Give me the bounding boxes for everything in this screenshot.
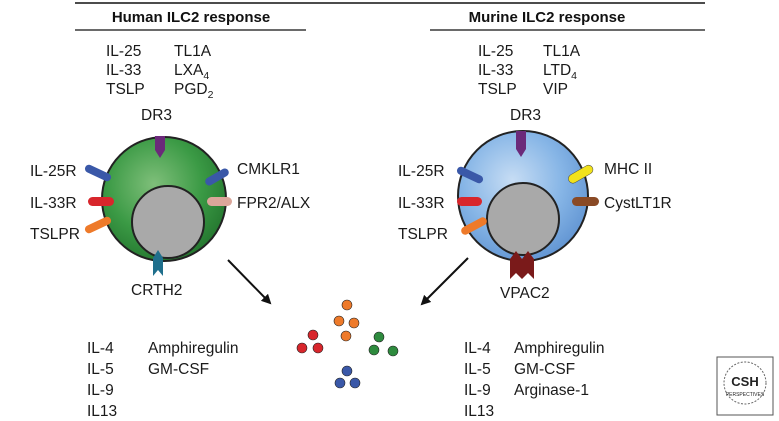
cystlt1r-label: CystLT1R xyxy=(604,195,672,212)
logo-helix-ring xyxy=(723,361,767,405)
il33r-label: IL-33R xyxy=(30,195,77,212)
human-panel-title: Human ILC2 response xyxy=(112,9,270,26)
cytokine-dot-red xyxy=(307,329,319,341)
ligand-label-pgd2: PGD2 xyxy=(174,81,214,101)
ligand-label: IL-33 xyxy=(106,62,141,79)
cytokine-dot-blue xyxy=(334,377,346,389)
product-label: IL13 xyxy=(464,403,494,420)
logo-perspectives-text: PERSPECTIVES xyxy=(726,392,765,398)
human-ligands: IL-25 IL-33 TSLP TL1A LXA4 PGD2 xyxy=(106,43,214,101)
mhc2-label: MHC II xyxy=(604,161,652,178)
fpr2-receptor xyxy=(207,197,232,206)
murine-secretion-arrow xyxy=(420,257,469,306)
logo-frame xyxy=(716,356,774,416)
ligand-label: IL-33 xyxy=(478,62,513,79)
cytokine-dot-orange xyxy=(341,299,353,311)
murine-ligands: IL-25 IL-33 TSLP TL1A LTD4 VIP xyxy=(478,43,581,98)
logo-csh-text: CSH xyxy=(731,374,758,389)
product-label: Amphiregulin xyxy=(514,340,604,357)
murine-products: IL-4 IL-5 IL-9 IL13 Amphiregulin GM-CSF … xyxy=(464,340,604,420)
product-label: IL-4 xyxy=(87,340,114,357)
cytokine-dot-orange xyxy=(348,317,360,329)
ligand-label-ltd4: LTD4 xyxy=(543,62,577,82)
ligand-label-lxa4: LXA4 xyxy=(174,62,209,82)
crth2-receptor xyxy=(153,250,163,276)
il25r-receptor xyxy=(84,164,112,182)
csh-perspectives-logo: CSH PERSPECTIVES xyxy=(716,356,774,416)
cystlt1r-receptor xyxy=(572,197,599,206)
tslpr-label: TSLPR xyxy=(398,226,448,243)
secreted-cytokines-cluster xyxy=(296,299,399,389)
crth2-label: CRTH2 xyxy=(131,282,182,299)
vpac2-receptor xyxy=(510,251,534,279)
tslpr-label: TSLPR xyxy=(30,226,80,243)
il33r-receptor xyxy=(88,197,114,206)
murine-panel-title: Murine ILC2 response xyxy=(469,9,626,26)
dr3-label: DR3 xyxy=(141,107,172,124)
dr3-receptor xyxy=(516,131,526,157)
cytokine-dot-green xyxy=(373,331,385,343)
ligand-label: TL1A xyxy=(174,43,212,60)
product-label: GM-CSF xyxy=(514,361,575,378)
product-label: IL-5 xyxy=(464,361,491,378)
dr3-label: DR3 xyxy=(510,107,541,124)
ligand-label: VIP xyxy=(543,81,568,98)
human-ilc2-cell: DR3 IL-25R IL-33R TSLPR CMKLR1 FPR2/ALX … xyxy=(30,107,311,299)
cytokine-dot-green xyxy=(368,344,380,356)
product-label: IL-9 xyxy=(464,382,491,399)
il33r-label: IL-33R xyxy=(398,195,445,212)
ligand-label: TSLP xyxy=(478,81,517,98)
cmklr1-receptor xyxy=(205,168,229,186)
ligand-label: TL1A xyxy=(543,43,581,60)
ligand-label: IL-25 xyxy=(478,43,513,60)
cytokine-dot-blue xyxy=(349,377,361,389)
murine-cell-nucleus xyxy=(486,182,560,256)
il33r-receptor xyxy=(457,197,482,206)
product-label: IL13 xyxy=(87,403,117,420)
ligand-label: TSLP xyxy=(106,81,145,98)
cmklr1-label: CMKLR1 xyxy=(237,161,300,178)
vpac2-label: VPAC2 xyxy=(500,285,550,302)
product-label: IL-5 xyxy=(87,361,114,378)
fpr2-label: FPR2/ALX xyxy=(237,195,311,212)
murine-ilc2-cell: DR3 IL-25R IL-33R TSLPR MHC II CystLT1R … xyxy=(398,107,672,302)
ligand-label: IL-25 xyxy=(106,43,141,60)
tslpr-receptor xyxy=(84,216,112,234)
human-products: IL-4 IL-5 IL-9 IL13 Amphiregulin GM-CSF xyxy=(87,340,238,420)
cytokine-dot-orange xyxy=(340,330,352,342)
cytokine-dot-orange xyxy=(333,315,345,327)
dr3-receptor xyxy=(155,136,165,158)
il25r-label: IL-25R xyxy=(30,163,77,180)
product-label: Arginase-1 xyxy=(514,382,589,399)
product-label: Amphiregulin xyxy=(148,340,238,357)
cytokine-dot-red xyxy=(296,342,308,354)
cytokine-dot-red xyxy=(312,342,324,354)
tslpr-receptor xyxy=(461,217,487,235)
human-secretion-arrow xyxy=(227,259,272,305)
product-label: IL-4 xyxy=(464,340,491,357)
mhc2-receptor xyxy=(568,164,594,184)
product-label: GM-CSF xyxy=(148,361,209,378)
human-cell-nucleus xyxy=(131,185,205,259)
cytokine-dot-green xyxy=(387,345,399,357)
il25r-label: IL-25R xyxy=(398,163,445,180)
cytokine-dot-blue xyxy=(341,365,353,377)
product-label: IL-9 xyxy=(87,382,114,399)
il25r-receptor xyxy=(456,166,484,184)
